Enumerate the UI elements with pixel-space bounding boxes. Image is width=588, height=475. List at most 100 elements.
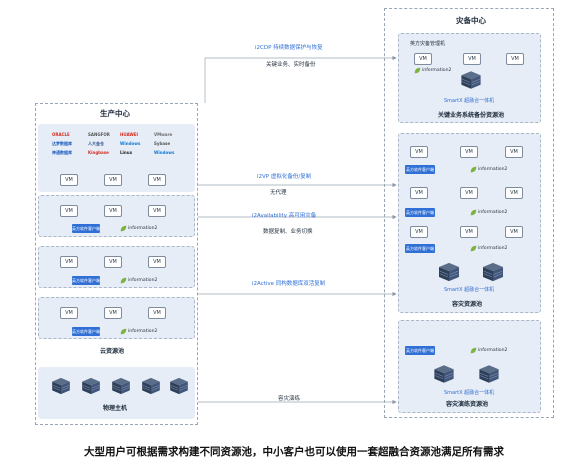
info2-client-badge: 英方软件客户端	[405, 165, 435, 174]
link-cdp-title: i2CDP 持续数据保护与恢复	[255, 45, 323, 51]
footer-caption: 大型用户可根据需求构建不同资源池，中小客户也可以使用一套超融合资源池满足所有需求	[84, 446, 504, 458]
information2-brand: information2	[470, 165, 507, 174]
info2-client-badge: 英方软件客户端	[405, 244, 435, 253]
information2-brand: information2	[120, 327, 157, 336]
dr-pool-label: 容灾资源池	[452, 301, 483, 308]
vm: VM	[410, 226, 428, 238]
dr-center-title: 灾备中心	[456, 16, 486, 25]
link-vp-title: i2VP 虚拟化备份/复制	[257, 174, 312, 180]
vm: VM	[460, 146, 478, 158]
information2-brand: information2	[120, 276, 157, 285]
info2-client-badge: 英方软件客户端	[72, 224, 100, 233]
vendor-logo: HUAWEI	[120, 132, 139, 137]
information2-brand: information2	[470, 346, 507, 355]
vm: VM	[505, 226, 523, 238]
link-availability-title: i2Availability 高可用灾备	[252, 213, 317, 219]
smartx-label: SmartX 超融合一体机	[444, 98, 495, 104]
server-icon	[439, 262, 459, 282]
information2-brand: information2	[470, 244, 507, 253]
vm: VM	[148, 205, 166, 217]
dr-mgmt-label: 英方灾备管理机	[410, 41, 446, 47]
brand-label: information2	[478, 167, 508, 172]
vendor-logo: Kingbase	[88, 150, 109, 155]
brand-label: information2	[128, 278, 158, 283]
server-icon	[112, 377, 130, 395]
leaf-icon	[470, 209, 477, 216]
server-icon	[434, 365, 454, 383]
info2-client-badge: 英方软件客户端	[72, 276, 100, 285]
drill-pool-panel	[398, 320, 541, 413]
production-center-zone	[35, 103, 198, 425]
vendor-logo: VMware	[154, 132, 173, 137]
vm: VM	[410, 187, 428, 199]
vm: VM	[60, 205, 78, 217]
brand-label: information2	[422, 68, 452, 73]
brand-label: information2	[478, 246, 508, 251]
vm: VM	[148, 256, 166, 268]
smartx-label: SmartX 超融合一体机	[444, 287, 495, 293]
vm: VM	[463, 53, 481, 65]
info2-client-badge: 英方软件客户端	[405, 208, 435, 217]
vendor-logo: Linux	[120, 150, 133, 155]
vendor-logo: ORACLE	[52, 132, 70, 137]
vendor-logo: Windows	[154, 150, 175, 155]
brand-label: information2	[478, 348, 508, 353]
information2-brand: information2	[120, 224, 157, 233]
information2-brand: information2	[414, 66, 451, 75]
vm: VM	[60, 174, 78, 186]
production-center-title: 生产中心	[100, 109, 130, 118]
physical-host-panel	[38, 367, 195, 419]
vm: VM	[60, 256, 78, 268]
cloud-pool-label: 云资源池	[100, 348, 125, 355]
physical-host-label: 物理主机	[103, 405, 128, 412]
vm: VM	[460, 226, 478, 238]
leaf-icon	[120, 328, 127, 335]
leaf-icon	[470, 347, 477, 354]
leaf-icon	[414, 67, 421, 74]
brand-label: information2	[128, 226, 158, 231]
vm: VM	[148, 307, 166, 319]
vm: VM	[104, 307, 122, 319]
vendor-logo: 达梦数据库	[52, 141, 72, 146]
leaf-icon	[470, 245, 477, 252]
info2-client-badge: 英方软件客户端	[405, 346, 435, 355]
drill-pool-label: 容灾演练资源池	[446, 401, 489, 408]
link-cdp-sub: 关键业务、实时备份	[266, 62, 316, 68]
vm: VM	[104, 174, 122, 186]
vendor-logo: 神通数据库	[52, 150, 72, 155]
vm: VM	[414, 53, 432, 65]
link-availability-sub: 数据复制、业务切换	[263, 229, 313, 235]
information2-brand: information2	[470, 208, 507, 217]
dr-pool-panel	[398, 133, 541, 313]
server-icon	[461, 71, 481, 89]
backup-pool-label: 关键业务系统备份资源池	[438, 112, 505, 119]
server-icon	[483, 262, 503, 282]
vendor-logo: SANGFOR	[88, 132, 110, 137]
server-icon	[142, 377, 160, 395]
dr-center-zone	[384, 8, 554, 418]
link-vp-sub: 无代理	[270, 190, 287, 196]
link-drill-sub: 容灾演练	[278, 396, 301, 402]
vm: VM	[104, 205, 122, 217]
server-icon	[170, 377, 188, 395]
server-icon	[479, 365, 499, 383]
vendor-logo: 人大金仓	[88, 141, 104, 146]
brand-label: information2	[478, 210, 508, 215]
vm: VM	[506, 53, 524, 65]
leaf-icon	[470, 166, 477, 173]
smartx-label: SmartX 超融合一体机	[444, 390, 495, 396]
server-icon	[52, 377, 70, 395]
server-icon	[82, 377, 100, 395]
vm: VM	[104, 256, 122, 268]
vm: VM	[505, 146, 523, 158]
vm: VM	[148, 174, 166, 186]
leaf-icon	[120, 277, 127, 284]
vm: VM	[410, 146, 428, 158]
info2-client-badge: 英方软件客户端	[72, 327, 100, 336]
vm: VM	[60, 307, 78, 319]
link-active-title: i2Active 同构数据库双活复制	[252, 281, 326, 287]
vendor-logo: Windows	[120, 141, 141, 146]
leaf-icon	[120, 225, 127, 232]
brand-label: information2	[128, 329, 158, 334]
